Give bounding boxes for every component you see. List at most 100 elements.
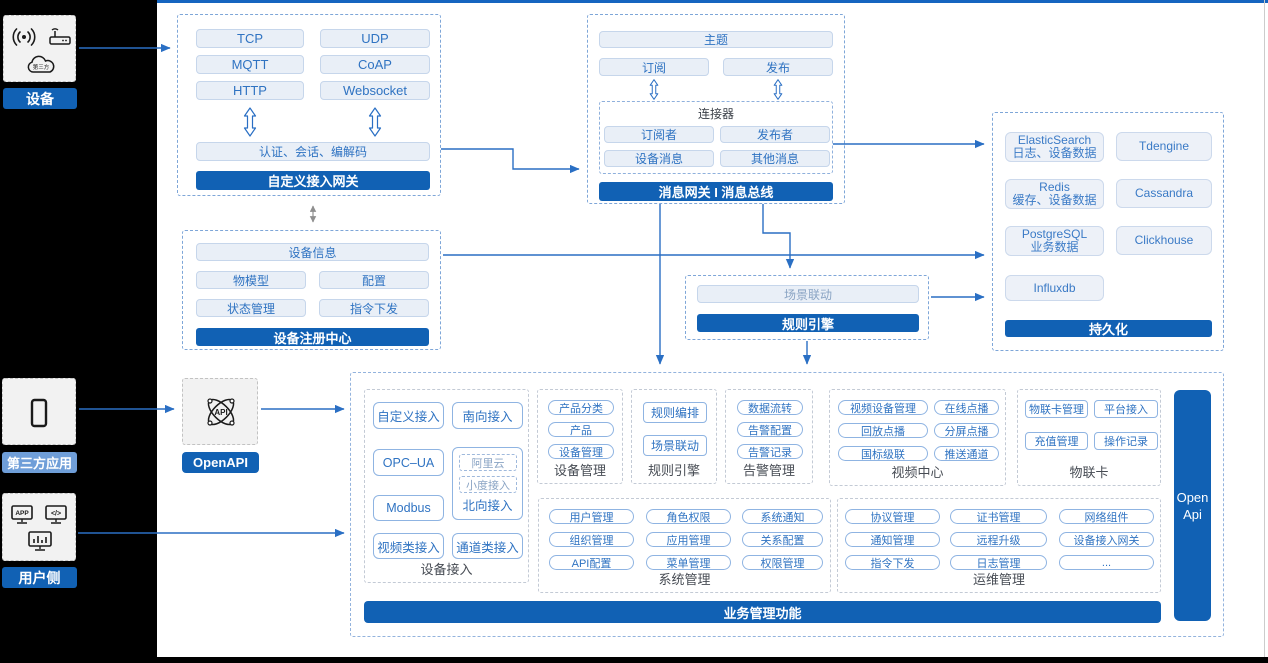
third-party-icon-box	[2, 378, 76, 445]
northbound-access-item: 阿里云 小度接入 北向接入	[452, 447, 523, 520]
wireless-signal-icon	[12, 28, 36, 46]
api-config-item: API配置	[549, 555, 634, 570]
device-access-box: 自定义接入 南向接入 OPC–UA 阿里云 小度接入 北向接入 Modbus 视…	[364, 389, 529, 583]
store-tdengine: Tdengine	[1116, 132, 1212, 161]
rule-engine-title-bar: 规则引擎	[697, 314, 919, 332]
store-cassandra: Cassandra	[1116, 179, 1212, 208]
rule-engine-label: 规则引擎	[647, 463, 700, 478]
alarm-config-item: 告警配置	[737, 422, 803, 437]
svg-text:APP: APP	[15, 510, 29, 517]
chart-screen-icon	[28, 531, 52, 551]
subscriber-pill: 订阅者	[604, 126, 714, 143]
other-message-pill: 其他消息	[720, 150, 830, 167]
state-mgmt-pill: 状态管理	[196, 299, 306, 317]
phone-icon	[30, 398, 48, 428]
topic-pill: 主题	[599, 31, 833, 48]
app-screen-icon: APP	[11, 505, 33, 524]
iot-card-box: 物联卡管理 平台接入 充值管理 操作记录 物联卡	[1017, 389, 1161, 486]
system-mgmt-label: 系统管理	[658, 572, 711, 587]
protocol-pill-websocket: Websocket	[320, 81, 430, 100]
split-screen-item: 分屏点播	[934, 423, 999, 438]
ops-mgmt-label: 运维管理	[972, 572, 1025, 587]
device-label: 设备	[3, 88, 77, 109]
role-permission-item: 角色权限	[646, 509, 731, 524]
persistence-title-bar: 持久化	[1005, 320, 1212, 337]
svg-text:API: API	[214, 408, 227, 417]
openapi-label: OpenAPI	[182, 452, 259, 473]
auth-session-codec-pill: 认证、会话、编解码	[196, 142, 430, 161]
opc-ua-item: OPC–UA	[373, 449, 444, 476]
device-registry-box: 设备信息 物模型 配置 状态管理 指令下发 设备注册中心	[182, 230, 441, 350]
user-side-label: 用户侧	[2, 567, 77, 588]
cert-mgmt-item: 证书管理	[950, 509, 1047, 524]
recharge-mgmt-item: 充值管理	[1025, 432, 1088, 450]
relation-config-item: 关系配置	[742, 532, 823, 547]
ops-mgmt-box: 协议管理 证书管理 网络组件 通知管理 远程升级 设备接入网关 指令下发 日志管…	[837, 498, 1161, 593]
command-dispatch-item: 指令下发	[845, 555, 940, 570]
router-icon	[49, 28, 71, 45]
rule-engine-box: 场景联动 规则引擎	[685, 275, 929, 340]
updown-arrow-icon	[243, 107, 257, 137]
device-access-label: 设备接入	[420, 562, 473, 577]
protocol-pill-udp: UDP	[320, 29, 430, 48]
platform-access-item: 平台接入	[1094, 400, 1158, 418]
more-item: ...	[1059, 555, 1154, 570]
command-dispatch-pill: 指令下发	[319, 299, 429, 317]
publisher-pill: 发布者	[720, 126, 830, 143]
device-message-pill: 设备消息	[604, 150, 714, 167]
alarm-mgmt-box: 数据流转 告警配置 告警记录 告警管理	[725, 389, 813, 484]
thing-model-pill: 物模型	[196, 271, 306, 289]
user-mgmt-item: 用户管理	[549, 509, 634, 524]
device-mgmt-box: 产品分类 产品 设备管理 设备管理	[537, 389, 623, 484]
iot-card-label: 物联卡	[1069, 465, 1109, 480]
rule-orchestration-item: 规则编排	[643, 402, 707, 423]
video-center-box: 视频设备管理 在线点播 回放点播 分屏点播 国标级联 推送通道 视频中心	[829, 389, 1006, 486]
southbound-access-item: 南向接入	[452, 402, 523, 429]
permission-mgmt-item: 权限管理	[742, 555, 823, 570]
system-mgmt-box: 用户管理 角色权限 系统通知 组织管理 应用管理 关系配置 API配置 菜单管理…	[538, 498, 831, 593]
updown-arrow-icon	[773, 79, 783, 100]
gb-cascade-item: 国标级联	[838, 446, 928, 461]
user-side-icon-box: APP </>	[2, 493, 76, 561]
iot-card-mgmt-item: 物联卡管理	[1025, 400, 1088, 418]
device-info-pill: 设备信息	[196, 243, 429, 261]
org-mgmt-item: 组织管理	[549, 532, 634, 547]
channel-access-item: 通道类接入	[452, 533, 523, 559]
updown-arrow-icon	[368, 107, 382, 137]
custom-gateway-title-bar: 自定义接入网关	[196, 171, 430, 190]
protocol-pill-mqtt: MQTT	[196, 55, 304, 74]
push-channel-item: 推送通道	[934, 446, 999, 461]
scene-linkage-item: 场景联动	[643, 435, 707, 456]
subscribe-pill: 订阅	[599, 58, 709, 76]
scene-linkage-pill: 场景联动	[697, 285, 919, 303]
store-influxdb: Influxdb	[1005, 275, 1104, 301]
remote-upgrade-item: 远程升级	[950, 532, 1047, 547]
device-mgmt-label: 设备管理	[553, 463, 606, 478]
video-center-label: 视频中心	[891, 465, 944, 480]
protocol-pill-http: HTTP	[196, 81, 304, 100]
store-clickhouse: Clickhouse	[1116, 226, 1212, 255]
business-title-bar: 业务管理功能	[364, 601, 1161, 623]
message-bus-title-bar: 消息网关 I 消息总线	[599, 182, 833, 201]
message-bus-box: 主题 订阅 发布 连接器 订阅者 发布者 设备消息 其他消息 消息网关 I 消息…	[587, 14, 845, 204]
live-play-item: 在线点播	[934, 400, 999, 415]
openapi-icon-box: API	[182, 378, 258, 445]
video-access-item: 视频类接入	[373, 533, 444, 559]
network-component-item: 网络组件	[1059, 509, 1154, 524]
xiaodu-access-item: 小度接入	[459, 476, 517, 493]
config-pill: 配置	[319, 271, 429, 289]
third-party-cloud-icon: 第三方	[27, 55, 55, 73]
operation-record-item: 操作记录	[1094, 432, 1158, 450]
cloud-label: 第三方	[33, 63, 50, 71]
connector-box: 连接器 订阅者 发布者 设备消息 其他消息	[599, 101, 833, 174]
protocol-mgmt-item: 协议管理	[845, 509, 940, 524]
right-edge-line	[1264, 0, 1265, 657]
api-atom-icon: API	[207, 398, 235, 426]
product-category-item: 产品分类	[548, 400, 614, 415]
rule-engine-col-box: 规则编排 场景联动 规则引擎	[631, 389, 717, 484]
system-notice-item: 系统通知	[742, 509, 823, 524]
